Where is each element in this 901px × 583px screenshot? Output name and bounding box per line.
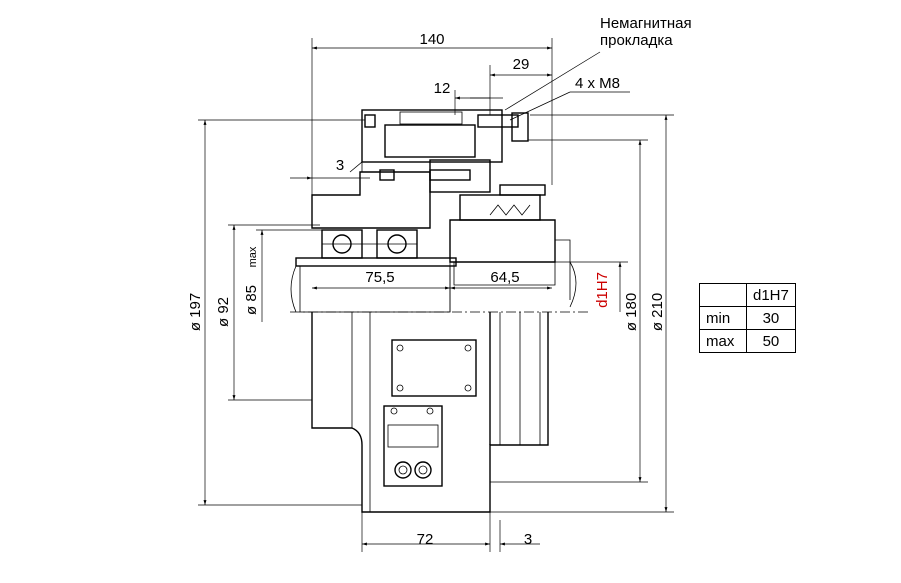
magnet-housing <box>361 109 503 163</box>
dimension-labels: 140 29 12 3 75,5 64,5 72 3 Немагнитная п… <box>187 15 692 548</box>
bolt-head <box>364 114 376 128</box>
left-hub <box>311 171 431 229</box>
nonmagnetic-label-2: прокладка <box>600 32 673 49</box>
dim-dia-92: ø 92 <box>215 297 232 327</box>
table-row: max 50 <box>699 329 796 353</box>
dim-72: 72 <box>417 531 434 548</box>
nonmagnetic-label-1: Немагнитная <box>600 15 692 32</box>
spring <box>489 204 531 216</box>
dim-dia-197: ø 197 <box>187 293 204 331</box>
section-view <box>290 109 577 313</box>
bolts-label: 4 x M8 <box>575 75 620 92</box>
dim-64-5: 64,5 <box>490 269 519 286</box>
dim-29: 29 <box>513 56 530 73</box>
table-header: d1H7 <box>699 283 796 307</box>
dimension-lines <box>198 38 674 552</box>
bolt-m8 <box>477 114 519 128</box>
dim-dia-85-max: max <box>247 246 259 267</box>
terminal-box <box>383 405 443 487</box>
coil-winding <box>384 124 476 158</box>
dim-bore-d1h7: d1H7 <box>594 272 611 308</box>
dim-12: 12 <box>434 80 451 97</box>
bore-table: d1H7 min 30 max 50 <box>699 283 796 353</box>
table-row: min 30 <box>699 306 796 330</box>
dim-140: 140 <box>419 31 444 48</box>
body-outline <box>311 312 549 513</box>
dim-3-bottom: 3 <box>524 531 532 548</box>
name-plate <box>391 339 477 397</box>
right-hub <box>449 219 556 263</box>
dim-dia-85: ø 85 <box>243 285 260 315</box>
dim-75-5: 75,5 <box>365 269 394 286</box>
armature-plate <box>429 159 491 193</box>
external-view <box>311 312 549 513</box>
dim-3-top: 3 <box>336 157 344 174</box>
left-shaft-collar <box>295 257 457 267</box>
dim-dia-210: ø 210 <box>649 293 666 331</box>
dim-dia-180: ø 180 <box>623 293 640 331</box>
